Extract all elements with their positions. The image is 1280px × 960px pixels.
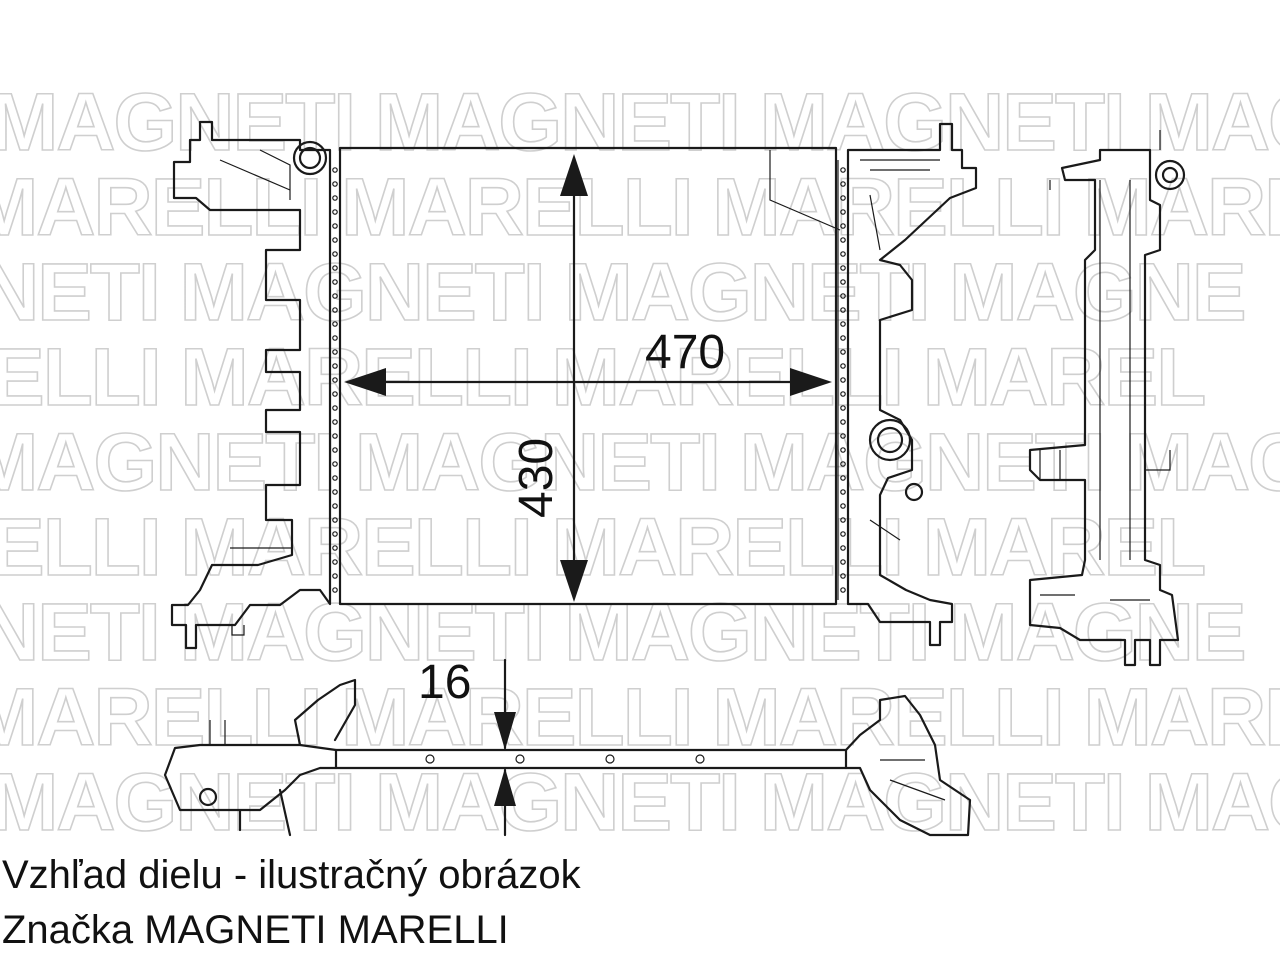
core-tube-dot	[840, 419, 846, 425]
core-tube-dot	[840, 181, 846, 187]
core-tube-dot	[332, 209, 338, 215]
core-tube-dot	[332, 447, 338, 453]
core-tube-dot	[332, 223, 338, 229]
radiator-front-view	[170, 120, 978, 650]
core-tube-dot	[332, 265, 338, 271]
core-tube-dot	[840, 307, 846, 313]
core-tube-dot	[332, 251, 338, 257]
core-tube-dot	[332, 433, 338, 439]
core-tube-dot	[840, 335, 846, 341]
core-tube-dot	[840, 545, 846, 551]
watermark-line: MAGNETI MAGNETI MAGNETI MAGNETI	[0, 417, 1280, 508]
watermark-line: MAGNETI MAGNETI MAGNETI MAGNETI	[0, 77, 1280, 168]
core-tube-dot	[332, 307, 338, 313]
core-tube-dot	[332, 349, 338, 355]
core-tube-dot	[332, 237, 338, 243]
core-tube-dot	[332, 587, 338, 593]
core-tube-dot	[840, 587, 846, 593]
left-inlet-neck	[292, 140, 328, 176]
core-tube-dot	[332, 195, 338, 201]
watermark-line: MARELLI MARELLI MARELLI MARELLI	[0, 162, 1280, 253]
core-tube-dot	[840, 433, 846, 439]
core-tube-dot	[332, 489, 338, 495]
caption-brand: Značka MAGNETI MARELLI	[2, 908, 509, 952]
radiator-top-view	[163, 678, 972, 837]
core-tube-dot	[840, 531, 846, 537]
watermark-line: MAGNETI MAGNETI MAGNETI MAGNETI	[0, 757, 1280, 848]
core-tube-dot	[840, 237, 846, 243]
core-tube-dot	[332, 391, 338, 397]
depth-dimension-label: 16	[418, 656, 471, 709]
dimension-depth: 16	[418, 656, 516, 837]
caption-illustrative-note: Vzhľad dielu - ilustračný obrázok	[2, 853, 581, 897]
core-tube-dot	[332, 531, 338, 537]
core-tube-dot	[332, 419, 338, 425]
core-tube-dot	[840, 405, 846, 411]
width-dimension-label: 470	[645, 326, 725, 379]
core-tube-dot	[332, 517, 338, 523]
core-tube-dot	[840, 461, 846, 467]
core-tube-dot	[840, 517, 846, 523]
core-tube-dot	[332, 461, 338, 467]
core-tube-dot	[840, 503, 846, 509]
core-tube-dot	[840, 573, 846, 579]
core-tube-dot	[840, 377, 846, 383]
core-tube-dot	[332, 321, 338, 327]
core-tube-dot	[840, 475, 846, 481]
watermark-line: ELLI MARELLI MARELLI MAREL	[0, 332, 1204, 423]
watermark-line: MARELLI MARELLI MARELLI MARELLI	[0, 672, 1280, 763]
core-tube-dot	[840, 363, 846, 369]
core-tube-dot	[332, 405, 338, 411]
core-tube-dot	[840, 251, 846, 257]
core-tube-dot	[840, 391, 846, 397]
core-tube-dot	[840, 447, 846, 453]
core-tube-dot	[425, 754, 435, 764]
core-tube-dot	[840, 293, 846, 299]
core-tube-dot	[840, 559, 846, 565]
right-tank	[846, 122, 978, 647]
core-tube-dot	[695, 754, 705, 764]
core-tube-dot	[332, 475, 338, 481]
core-tube-dot	[332, 545, 338, 551]
core-tube-dot	[332, 363, 338, 369]
core-tube-dot	[515, 754, 525, 764]
core-tube-dot	[840, 209, 846, 215]
right-outlet-neck	[868, 418, 912, 462]
core-tube-dot	[332, 335, 338, 341]
core-tube-dot	[332, 293, 338, 299]
core-tube-dot	[332, 377, 338, 383]
core-tube-dot	[605, 754, 615, 764]
watermark-line: ELLI MARELLI MARELLI MAREL	[0, 502, 1204, 593]
core-tube-dot	[840, 265, 846, 271]
left-tank	[170, 120, 332, 650]
core-tube-dot	[840, 489, 846, 495]
core-tube-dot	[840, 321, 846, 327]
core-tube-dot	[332, 573, 338, 579]
watermark-line: NETI MAGNETI MAGNETI MAGNE	[0, 587, 1245, 678]
core-tube-dot	[840, 167, 846, 173]
watermark: MAGNETI MAGNETI MAGNETI MAGNETI MARELLI …	[0, 76, 1280, 849]
core-tube-dot	[332, 503, 338, 509]
radiator-side-view	[1028, 130, 1186, 667]
core-tube-dot	[840, 195, 846, 201]
core-tube-dot	[840, 279, 846, 285]
core-tube-dot	[332, 279, 338, 285]
dimension-height: 430	[510, 154, 588, 602]
height-dimension-label: 430	[510, 438, 563, 518]
core-tube-dot	[332, 167, 338, 173]
core-tube-dot	[332, 181, 338, 187]
dimension-width: 470	[344, 326, 832, 396]
core-tube-dot	[840, 223, 846, 229]
core-tube-dot	[840, 349, 846, 355]
core-tube-dot	[332, 559, 338, 565]
watermark-line: NETI MAGNETI MAGNETI MAGNE	[0, 247, 1245, 338]
